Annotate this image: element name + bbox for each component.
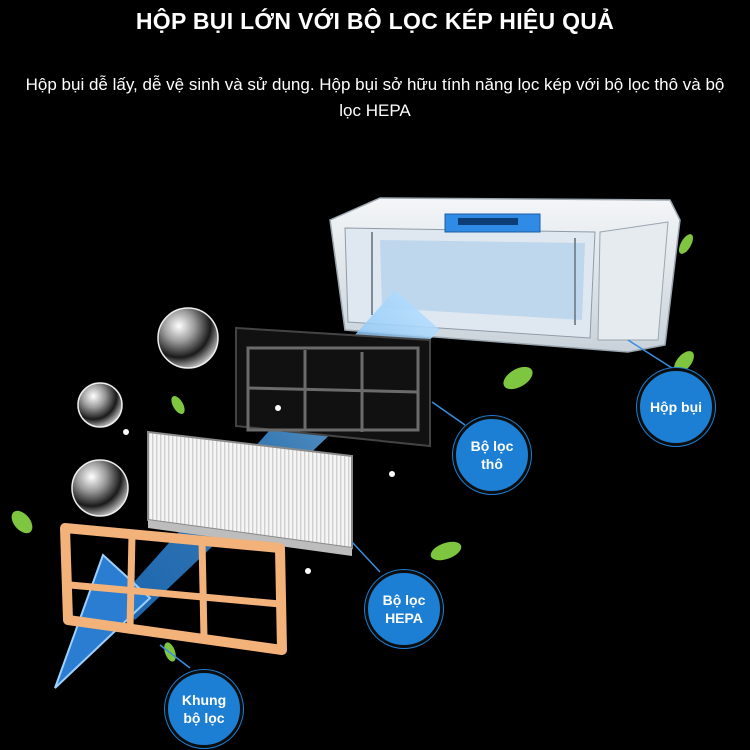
bubbles <box>71 307 219 517</box>
page-subtitle: Hộp bụi dễ lấy, dễ vệ sinh và sử dụng. H… <box>25 75 725 120</box>
filter-frame-callout: Khung bộ lọc <box>165 670 243 748</box>
filter-frame <box>60 523 287 655</box>
page-title: HỘP BỤI LỚN VỚI BỘ LỌC KÉP HIỆU QUẢ <box>135 8 615 34</box>
coarse-filter-label: Bộ lọc thô <box>470 438 514 472</box>
dust-box-callout: Hộp bụi <box>637 368 715 446</box>
coarse-filter <box>235 326 431 448</box>
filter-frame-label: Khung bộ lọc <box>181 692 227 726</box>
dust-particles <box>123 405 395 574</box>
dust-box-label: Hộp bụi <box>649 399 703 415</box>
hepa-filter <box>147 430 353 556</box>
hepa-filter-callout: Bộ lọc HEPA <box>365 570 443 648</box>
hepa-filter-label: Bộ lọc HEPA <box>382 592 426 626</box>
coarse-filter-callout: Bộ lọc thô <box>453 416 531 494</box>
leader-lines <box>159 339 673 669</box>
